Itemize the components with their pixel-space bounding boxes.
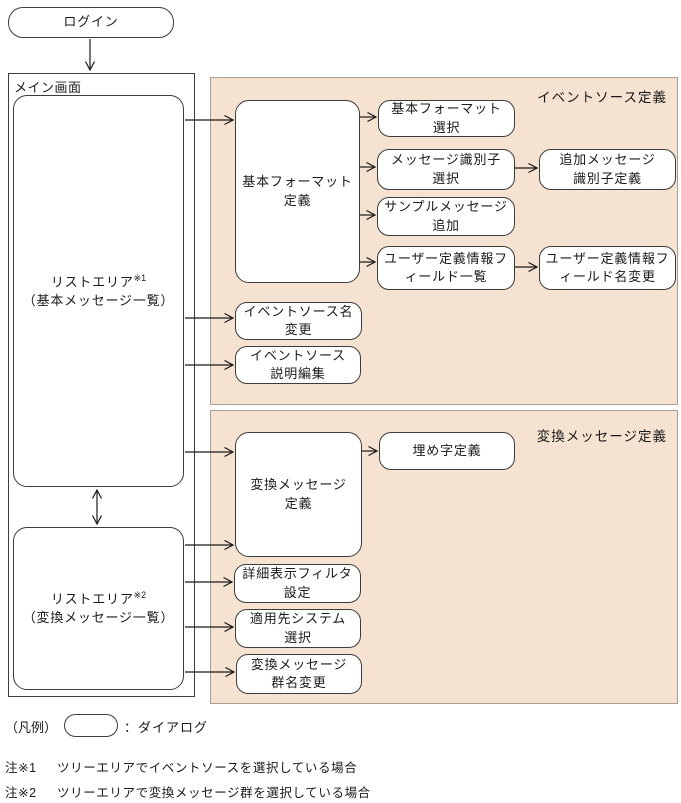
node-label: 追加メッセージ 識別子定義: [559, 152, 656, 186]
node-label: 変換メッセージ 定義: [250, 477, 347, 511]
node-event-source-description-edit: イベントソース 説明編集: [235, 346, 361, 384]
node-target-system-select: 適用先システム 選択: [235, 609, 361, 648]
footnote-2: 注※2 ツリーエリアで変換メッセージ群を選択している場合: [5, 782, 371, 801]
node-message-id-select: メッセージ識別子 選択: [377, 149, 515, 190]
node-label: ログイン: [63, 14, 119, 30]
node-fill-character-definition: 埋め字定義: [379, 432, 515, 470]
footnote-label: 注※2: [5, 786, 37, 800]
node-label: 基本フォーマット 定義: [242, 174, 353, 208]
panel-title-event-source-definition: イベントソース定義: [537, 90, 667, 105]
node-label: イベントソース名 変更: [243, 303, 354, 337]
list-area-basic-message-list: リストエリア※1 （基本メッセージ一覧）: [13, 95, 184, 487]
legend-heading: （凡例）: [5, 720, 58, 735]
list-area-subtitle: （基本メッセージ一覧）: [22, 292, 175, 308]
node-conversion-message-definition: 変換メッセージ 定義: [235, 432, 362, 557]
node-login: ログイン: [8, 7, 174, 38]
panel-title-conversion-message-definition: 変換メッセージ定義: [536, 429, 667, 444]
node-label: サンプルメッセージ 追加: [384, 199, 508, 233]
note-ref-1: ※1: [133, 272, 147, 283]
list-area-title: リストエリア※1: [50, 272, 147, 290]
node-label: メッセージ識別子 選択: [390, 152, 502, 186]
list-area-title: リストエリア※2: [50, 590, 147, 607]
node-user-defined-field-rename: ユーザー定義情報フ ィールド名変更: [539, 246, 676, 290]
node-label: ユーザー定義情報フ ィールド一覧: [384, 250, 508, 284]
node-label: イベントソース 説明編集: [250, 347, 346, 381]
footnote-1: 注※1 ツリーエリアでイベントソースを選択している場合: [5, 757, 357, 776]
footnote-text: ツリーエリアでイベントソースを選択している場合: [57, 761, 358, 775]
node-detail-display-filter-settings: 詳細表示フィルタ 設定: [234, 564, 361, 603]
node-label: 適用先システム 選択: [249, 611, 347, 645]
node-user-defined-field-list: ユーザー定義情報フ ィールド一覧: [377, 246, 515, 290]
node-conversion-message-group-rename: 変換メッセージ 群名変更: [236, 654, 362, 694]
node-label: 詳細表示フィルタ 設定: [242, 566, 353, 600]
node-additional-message-id-definition: 追加メッセージ 識別子定義: [539, 149, 676, 190]
node-label: ユーザー定義情報フ ィールド名変更: [545, 250, 670, 284]
footnote-label: 注※1: [5, 761, 37, 775]
legend-dialog-label: ：ダイアログ: [124, 720, 209, 735]
main-screen-title: メイン画面: [14, 80, 82, 95]
node-label: 変換メッセージ 群名変更: [250, 656, 348, 690]
node-basic-format-select: 基本フォーマット 選択: [378, 100, 515, 137]
list-area-subtitle: （変換メッセージ一覧）: [22, 610, 175, 626]
node-event-source-rename: イベントソース名 変更: [235, 302, 362, 340]
node-label: 基本フォーマット 選択: [391, 101, 502, 135]
node-label: 埋め字定義: [412, 442, 482, 458]
legend-dialog-shape: [64, 714, 118, 737]
node-basic-format-definition: 基本フォーマット 定義: [235, 100, 360, 283]
node-sample-message-add: サンプルメッセージ 追加: [377, 197, 515, 236]
footnote-text: ツリーエリアで変換メッセージ群を選択している場合: [57, 786, 371, 800]
note-ref-2: ※2: [133, 590, 147, 601]
list-area-conversion-message-list: リストエリア※2 （変換メッセージ一覧）: [13, 527, 184, 690]
